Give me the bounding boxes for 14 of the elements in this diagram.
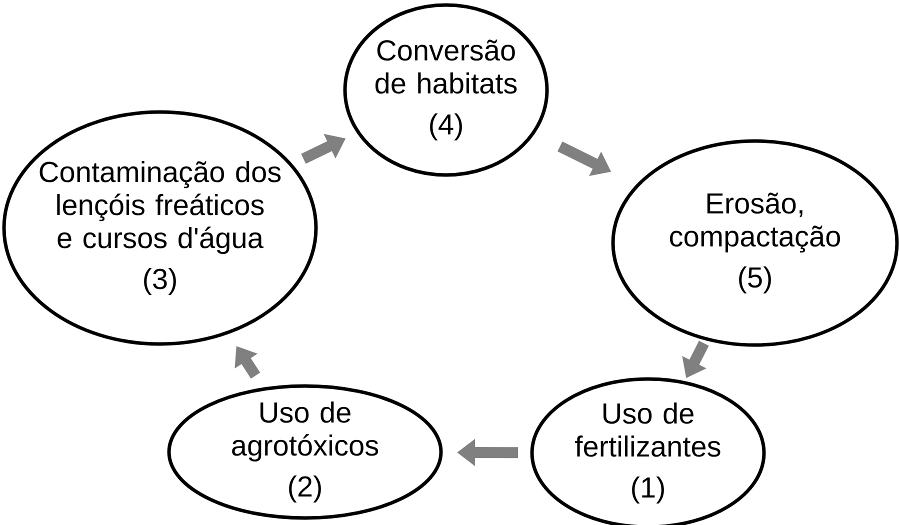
node-label: (5) [739, 266, 771, 294]
ellipse-node [2, 110, 318, 346]
node-label: Erosão, compactação [670, 192, 840, 253]
node-label: Contaminação dos lençóis freáticos e cursos d'água [40, 160, 281, 254]
node-label: Conversão de habitats [375, 40, 517, 94]
ellipse-node [343, 3, 549, 177]
node-label: (2) [289, 475, 321, 503]
node-label: Uso de agrotóxicos [232, 401, 378, 462]
ellipse-node [167, 384, 443, 520]
node-label: (4) [430, 113, 462, 140]
node-label: (3) [144, 268, 176, 296]
ellipse-node [611, 139, 899, 347]
node-label: Uso de fertilizantes [575, 402, 720, 457]
node-label: (1) [632, 476, 664, 504]
